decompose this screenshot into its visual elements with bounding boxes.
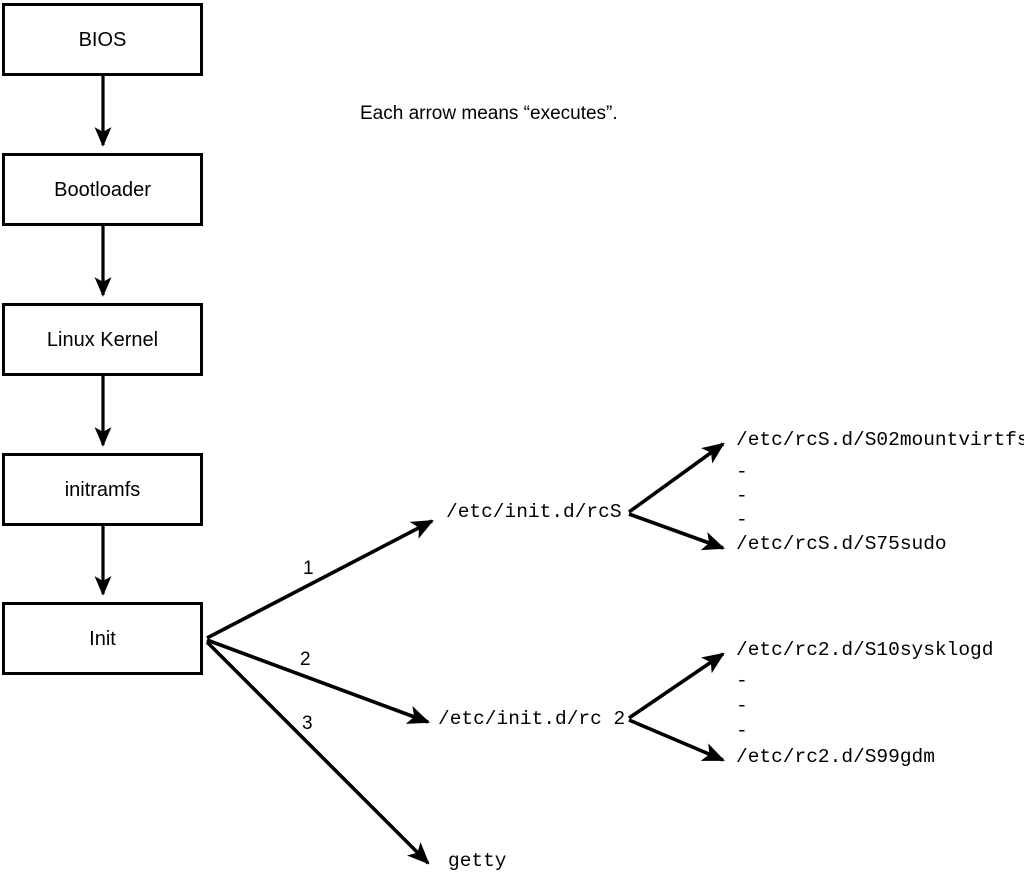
label-getty[interactable]: getty xyxy=(448,850,507,872)
arrow-rcS-to-first xyxy=(627,442,725,514)
node-linux-kernel-label: Linux Kernel xyxy=(46,328,159,351)
arrow-init-to-getty xyxy=(205,640,430,865)
node-bios-label: BIOS xyxy=(78,28,127,51)
rcS-branch-arrows xyxy=(627,442,726,551)
label-rc2-last-script[interactable]: /etc/rc2.d/S99gdm xyxy=(736,746,935,768)
node-bootloader[interactable]: Bootloader xyxy=(2,153,203,226)
edge-number-1: 1 xyxy=(303,558,314,579)
init-fanout-arrows xyxy=(205,519,434,865)
rc2-branch-arrows xyxy=(627,652,725,762)
label-init-d-rcS[interactable]: /etc/init.d/rcS xyxy=(446,501,622,523)
label-init-d-rc2[interactable]: /etc/init.d/rc 2 xyxy=(438,708,626,730)
rc2-ellipsis-dash-2: - xyxy=(736,695,748,717)
rc2-ellipsis-dash-3: - xyxy=(736,720,748,742)
node-bootloader-label: Bootloader xyxy=(54,178,151,201)
node-init[interactable]: Init xyxy=(2,602,203,675)
edge-number-3: 3 xyxy=(302,713,313,734)
edge-number-2: 2 xyxy=(300,649,311,670)
arrow-rc2-to-first xyxy=(627,652,725,720)
rc2-ellipsis-dash-1: - xyxy=(736,670,748,692)
arrow-init-to-rcS xyxy=(206,519,434,640)
label-rcS-first-script[interactable]: /etc/rcS.d/S02mountvirtfs xyxy=(736,429,1024,451)
node-init-label: Init xyxy=(89,627,116,650)
node-linux-kernel[interactable]: Linux Kernel xyxy=(2,303,203,376)
diagram-caption: Each arrow means “executes”. xyxy=(360,103,618,124)
node-bios[interactable]: BIOS xyxy=(2,3,203,76)
arrow-rcS-to-last xyxy=(628,512,726,551)
arrow-rc2-to-last xyxy=(628,718,725,762)
node-initramfs-label: initramfs xyxy=(64,478,141,501)
node-initramfs[interactable]: initramfs xyxy=(2,453,203,526)
label-rcS-last-script[interactable]: /etc/rcS.d/S75sudo xyxy=(736,533,947,555)
rcS-ellipsis-dash-3: - xyxy=(736,509,748,531)
arrow-init-to-rc2 xyxy=(206,638,431,724)
label-rc2-first-script[interactable]: /etc/rc2.d/S10sysklogd xyxy=(736,639,994,661)
rcS-ellipsis-dash-2: - xyxy=(736,485,748,507)
rcS-ellipsis-dash-1: - xyxy=(736,461,748,483)
